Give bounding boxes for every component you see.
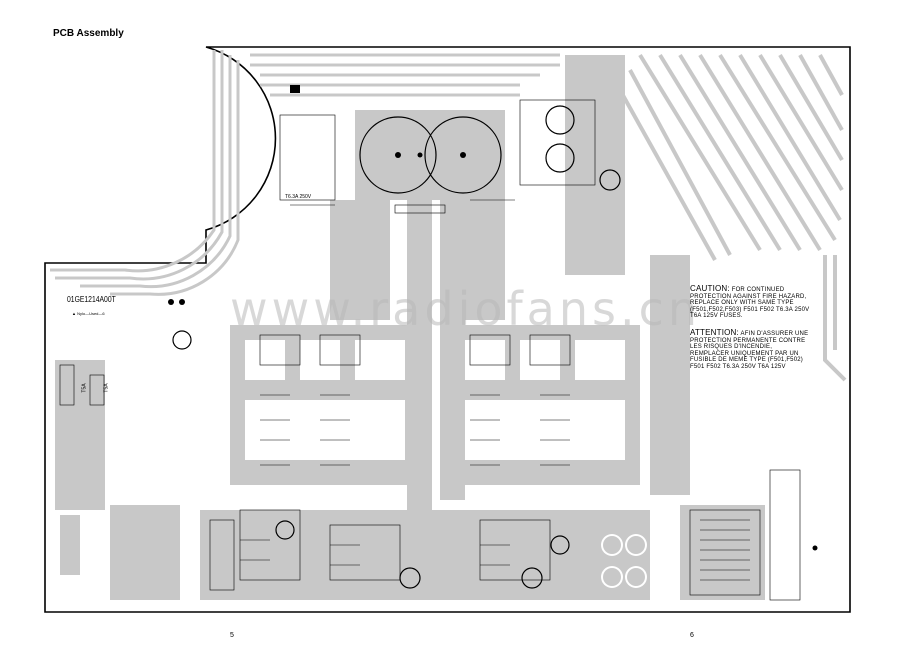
caution-notice: CAUTION: FOR CONTINUED PROTECTION AGAINS… (690, 284, 810, 320)
attention-body: AFIN D'ASSURER UNE PROTECTION PERMANENTE… (690, 331, 809, 370)
page-number-left: 5 (230, 632, 234, 639)
fuse-left-b: T5A (103, 383, 110, 393)
caution-body: FOR CONTINUED PROTECTION AGAINST FIRE HA… (690, 287, 810, 319)
fuse-left-a: T5A (81, 383, 88, 393)
caution-heading: CAUTION: (690, 284, 730, 293)
page-number-right: 6 (690, 632, 694, 639)
part-sub-label: ▲ Nylo—Used—6 (72, 311, 105, 316)
part-code: 01GE1214A00T (67, 295, 116, 304)
watermark-text: www.radiofans.cn (230, 282, 702, 336)
page-title: PCB Assembly (53, 28, 124, 39)
attention-heading: ATTENTION: (690, 328, 739, 337)
attention-notice: ATTENTION: AFIN D'ASSURER UNE PROTECTION… (690, 328, 810, 370)
fuse-rating-label: T6.3A 250V (285, 194, 312, 200)
